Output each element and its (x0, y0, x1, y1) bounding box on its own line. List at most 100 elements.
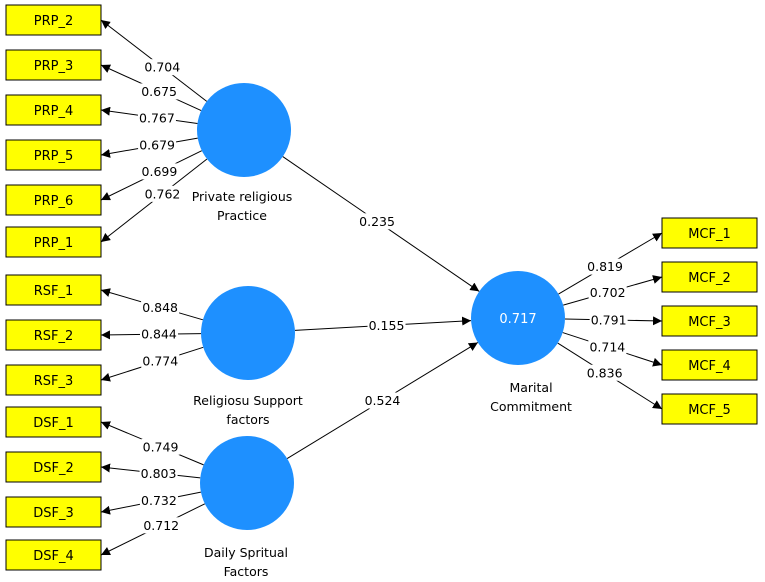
loading-prp_5-text: 0.679 (139, 138, 175, 153)
indicator-box[interactable] (5, 539, 102, 571)
indicator-box[interactable] (5, 226, 102, 258)
path-coefficient-dsf-mcf-bg (363, 392, 402, 409)
construct-circle[interactable] (471, 271, 565, 365)
loading-dsf_3-text: 0.732 (141, 493, 177, 508)
construct-label-line: Commitment (490, 399, 572, 414)
indicator-mcf_4[interactable]: MCF_4 (661, 349, 758, 381)
indicator-label: MCF_1 (688, 227, 731, 242)
loading-prp_6: 0.699 (140, 163, 179, 180)
indicator-box[interactable] (5, 49, 102, 81)
loading-dsf_2: 0.803 (139, 465, 178, 482)
loading-dsf_2-text: 0.803 (141, 466, 177, 481)
indicator-box[interactable] (661, 349, 758, 381)
indicator-prp_5[interactable]: PRP_5 (5, 139, 102, 171)
indicator-box[interactable] (5, 364, 102, 396)
indicator-box[interactable] (5, 274, 102, 306)
indicator-label: PRP_4 (34, 104, 73, 119)
indicator-label: PRP_6 (34, 194, 73, 209)
indicator-dsf_1[interactable]: DSF_1 (5, 406, 102, 438)
loading-mcf_4: 0.714 (588, 339, 627, 356)
indicator-label: RSF_1 (34, 284, 74, 299)
indicator-dsf_2[interactable]: DSF_2 (5, 451, 102, 483)
path-coefficient-rsf-mcf: 0.155 (367, 317, 406, 334)
loading-mcf_3-bg (589, 311, 628, 328)
construct-circle[interactable] (197, 83, 291, 177)
indicator-box[interactable] (5, 4, 102, 36)
indicator-box[interactable] (5, 139, 102, 171)
indicator-label: MCF_5 (688, 403, 731, 418)
indicator-mcf_1[interactable]: MCF_1 (661, 217, 758, 249)
construct-label-line: Religiosu Support (193, 393, 303, 408)
indicator-label: MCF_2 (688, 271, 731, 286)
loading-dsf_4: 0.712 (142, 517, 181, 534)
indicator-mcf_3[interactable]: MCF_3 (661, 305, 758, 337)
indicator-mcf_5[interactable]: MCF_5 (661, 393, 758, 425)
loading-prp_3: 0.675 (140, 83, 179, 100)
indicator-box[interactable] (5, 451, 102, 483)
indicator-label: PRP_5 (34, 149, 73, 164)
indicator-prp_6[interactable]: PRP_6 (5, 184, 102, 216)
indicator-box[interactable] (661, 217, 758, 249)
indicator-mcf_2[interactable]: MCF_2 (661, 261, 758, 293)
indicator-prp_2[interactable]: PRP_2 (5, 4, 102, 36)
indicator-rsf_3[interactable]: RSF_3 (5, 364, 102, 396)
indicator-box[interactable] (661, 261, 758, 293)
loading-prp_4-bg (137, 109, 176, 126)
indicator-label: RSF_3 (34, 374, 74, 389)
indicator-box[interactable] (5, 406, 102, 438)
indicator-label: MCF_4 (688, 359, 731, 374)
indicator-rsf_1[interactable]: RSF_1 (5, 274, 102, 306)
loading-mcf_4-bg (588, 339, 627, 356)
path-coefficient-prp-mcf: 0.235 (358, 213, 397, 230)
loading-prp_1-bg (143, 185, 182, 202)
indicator-label: DSF_2 (33, 461, 74, 476)
indicator-label: DSF_4 (33, 549, 74, 564)
indicator-dsf_3[interactable]: DSF_3 (5, 496, 102, 528)
loading-mcf_2-text: 0.702 (590, 285, 626, 300)
loading-mcf_2-bg (588, 284, 627, 301)
indicator-label: PRP_2 (34, 14, 73, 29)
construct-label-line: Private religious (192, 189, 293, 204)
r-squared-value: 0.717 (499, 312, 536, 327)
indicator-rsf_2[interactable]: RSF_2 (5, 319, 102, 351)
loading-rsf_2-text: 0.844 (141, 327, 177, 342)
loading-mcf_3: 0.791 (589, 311, 628, 328)
indicator-box[interactable] (5, 184, 102, 216)
indicator-box[interactable] (661, 393, 758, 425)
indicator-box[interactable] (5, 94, 102, 126)
construct-circle[interactable] (200, 436, 294, 530)
indicator-prp_4[interactable]: PRP_4 (5, 94, 102, 126)
loading-rsf_1: 0.848 (141, 299, 180, 316)
indicator-prp_1[interactable]: PRP_1 (5, 226, 102, 258)
indicator-box[interactable] (661, 305, 758, 337)
loading-prp_4: 0.767 (137, 109, 176, 126)
indicator-label: DSF_1 (33, 416, 74, 431)
path-coefficient-prp-mcf-bg (358, 213, 397, 230)
indicator-box[interactable] (5, 319, 102, 351)
path-coefficient-prp-mcf-text: 0.235 (359, 214, 395, 229)
construct-circle[interactable] (201, 286, 295, 380)
indicator-prp_3[interactable]: PRP_3 (5, 49, 102, 81)
path-coefficient-rsf-mcf-bg (367, 317, 406, 334)
loading-prp_3-bg (140, 83, 179, 100)
loading-prp_6-text: 0.699 (142, 164, 178, 179)
indicator-dsf_4[interactable]: DSF_4 (5, 539, 102, 571)
loading-rsf_2: 0.844 (140, 326, 179, 343)
loading-prp_2-bg (143, 59, 182, 76)
construct-label-line: Marital (509, 380, 552, 395)
loading-rsf_3-bg (141, 353, 180, 370)
loading-dsf_4-text: 0.712 (143, 518, 179, 533)
loading-mcf_5: 0.836 (585, 364, 624, 381)
loading-prp_4-text: 0.767 (139, 110, 175, 125)
indicator-box[interactable] (5, 496, 102, 528)
path-coefficient-dsf-mcf-text: 0.524 (365, 393, 401, 408)
loading-mcf_2: 0.702 (588, 284, 627, 301)
loading-rsf_3: 0.774 (141, 353, 180, 370)
loading-mcf_4-text: 0.714 (589, 340, 625, 355)
loading-rsf_1-bg (141, 299, 180, 316)
